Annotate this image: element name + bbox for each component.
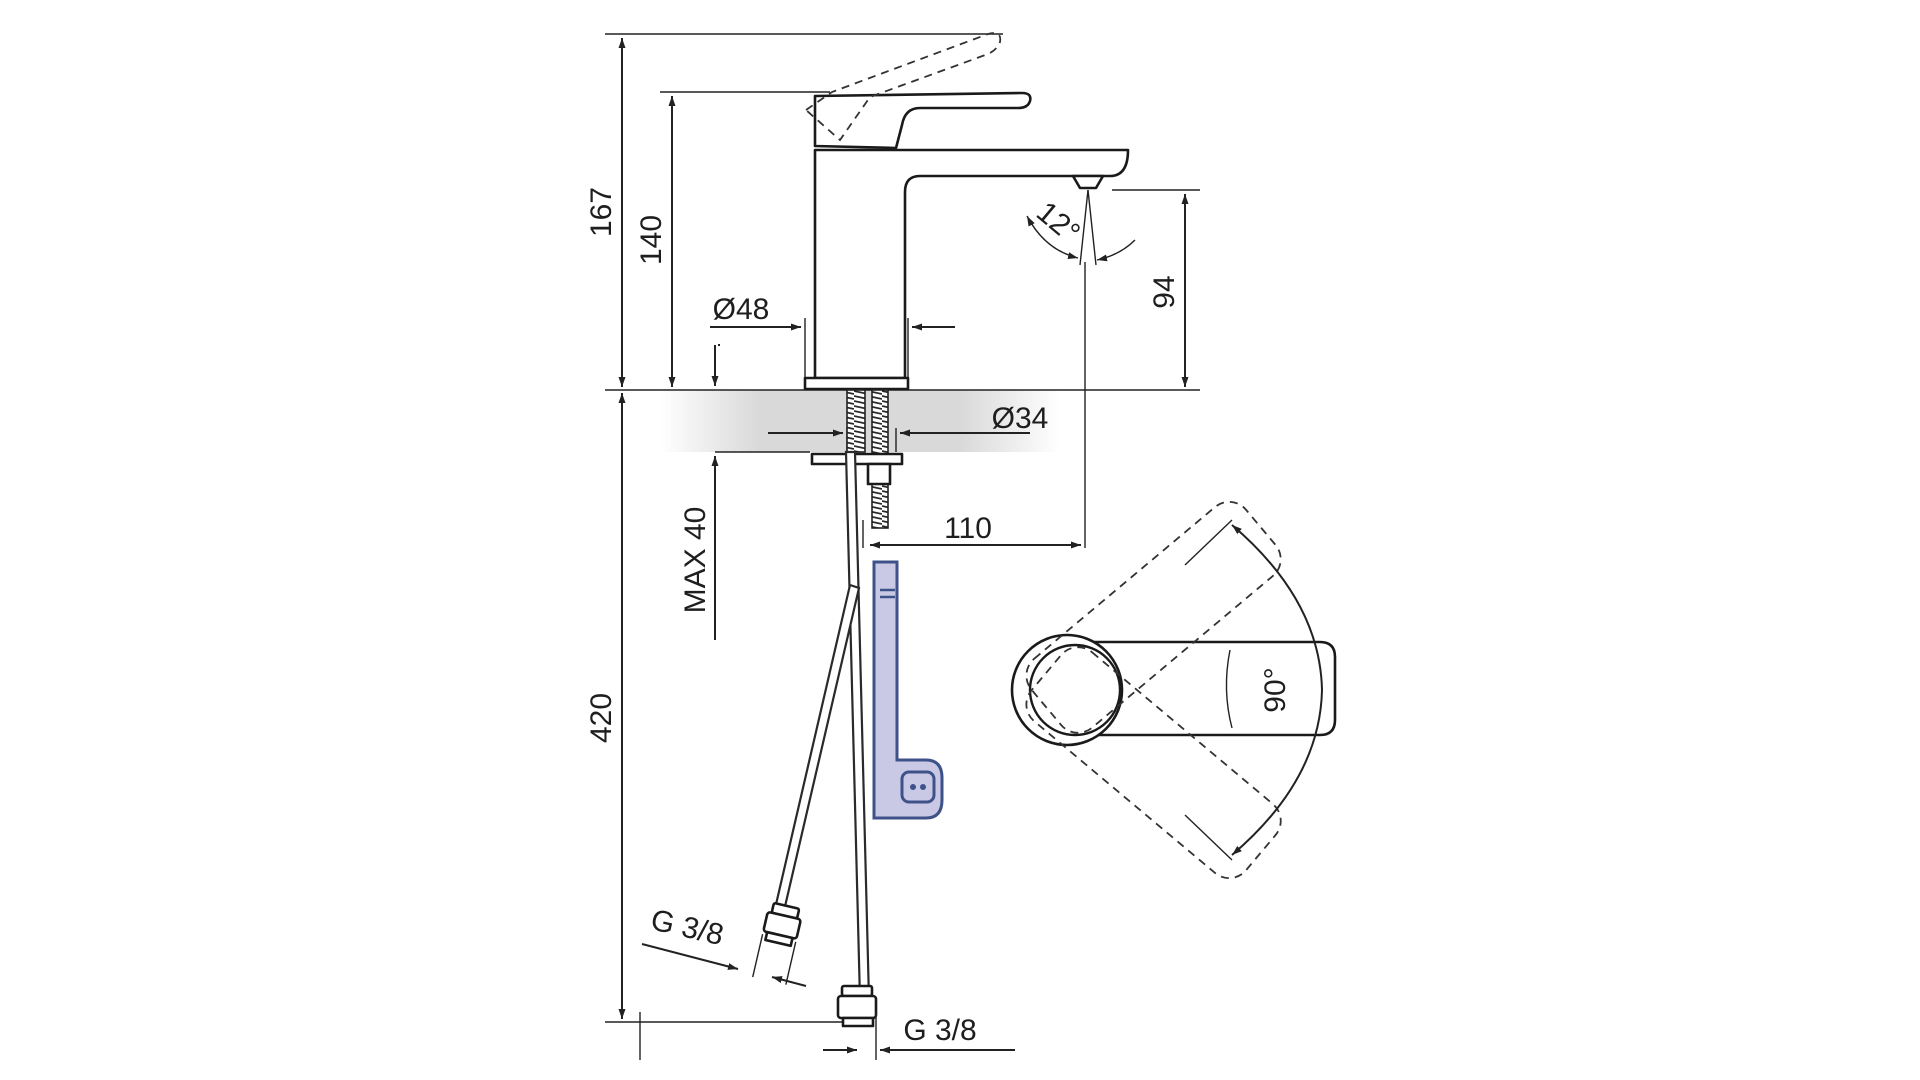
- connector-right-label: G 3/8: [903, 1014, 976, 1047]
- spray-angle-label: 12°: [1030, 195, 1086, 249]
- body-height-label: 140: [635, 215, 668, 265]
- spout-height-label: 94: [1148, 275, 1181, 308]
- mounting-hardware: [810, 389, 904, 529]
- spout-reach-label: 110: [944, 512, 992, 545]
- top-view: [1010, 500, 1337, 880]
- clip-button: [900, 770, 936, 804]
- connector-left-label: G 3/8: [648, 903, 727, 952]
- total-height-label: 167: [585, 187, 618, 237]
- supply-hoses: [762, 450, 878, 1028]
- max-thickness-label: MAX 40: [679, 507, 712, 614]
- lever-rotation-label: 90°: [1259, 667, 1292, 712]
- spray-angle-lines: [1026, 189, 1136, 266]
- hose-length-label: 420: [585, 693, 618, 743]
- dimension-lines: [618, 38, 1189, 1060]
- fixing-clip: [872, 560, 944, 820]
- thread-diameter-label: Ø34: [992, 402, 1049, 435]
- base-diameter-label: Ø48: [713, 293, 770, 326]
- faucet-body: [803, 148, 1130, 391]
- lever-handle: [804, 32, 1032, 150]
